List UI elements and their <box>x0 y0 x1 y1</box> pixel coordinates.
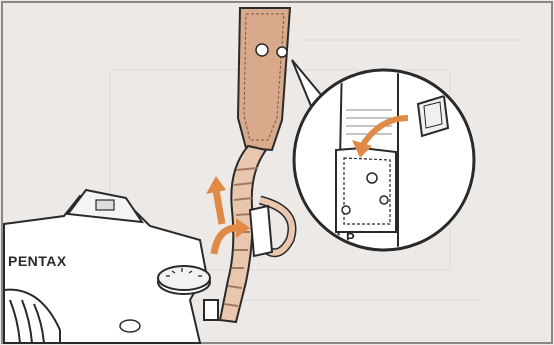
strap-hole <box>256 44 268 56</box>
camera-brand-text: PENTAX <box>8 253 67 269</box>
strap-cap <box>418 96 448 136</box>
strap-leather <box>238 8 290 150</box>
strap-woven <box>220 146 292 322</box>
insert-arrow-icon <box>206 176 226 224</box>
camera-body: PENTAX <box>4 190 218 343</box>
detail-circle: P <box>294 60 474 260</box>
strap-lug <box>204 300 218 320</box>
strap-buckle <box>250 206 272 256</box>
strap-hole <box>277 47 287 57</box>
